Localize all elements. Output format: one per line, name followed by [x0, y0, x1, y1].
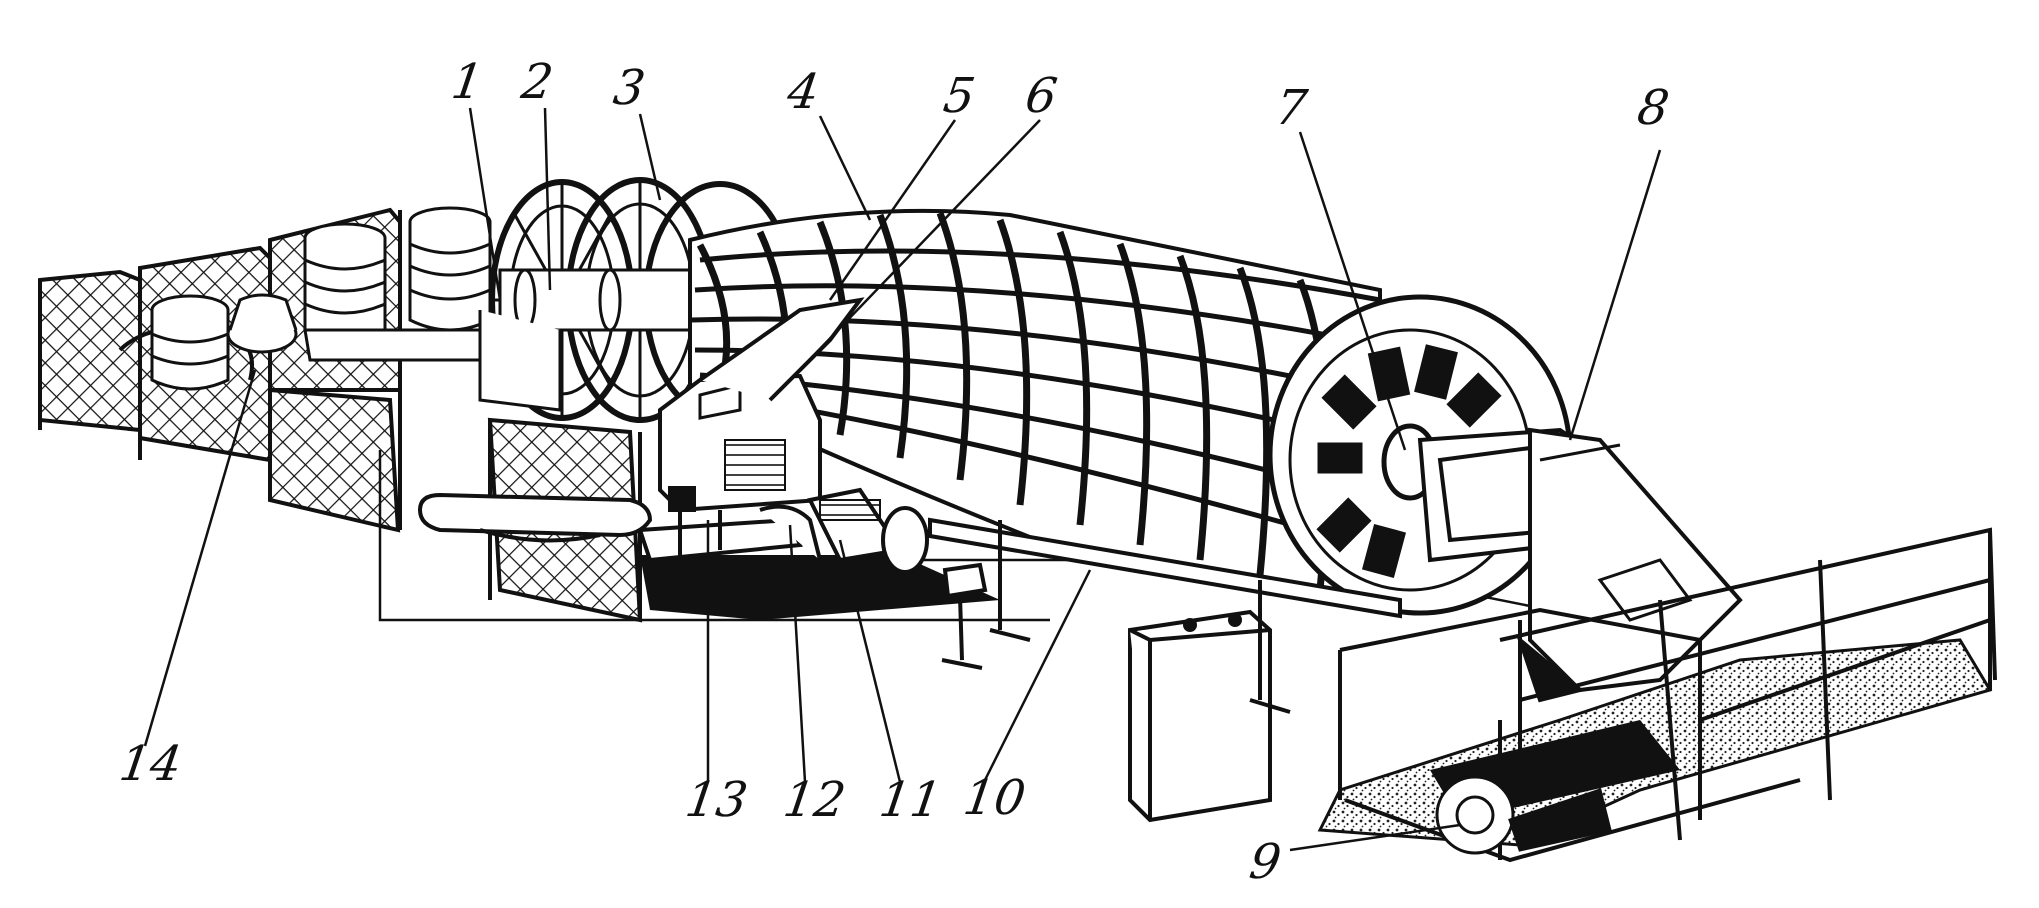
- spool-4: [226, 293, 298, 354]
- control-cabinet: [1128, 609, 1272, 823]
- callout-7: 7: [1272, 80, 1311, 136]
- callout-13: 13: [682, 772, 752, 828]
- callout-12: 12: [780, 772, 850, 828]
- right-railing: [1338, 527, 1997, 863]
- leader-lines: [143, 107, 1662, 852]
- spool-1: [303, 222, 387, 342]
- callout-2: 2: [518, 54, 557, 110]
- callout-11: 11: [876, 772, 946, 828]
- spool-2: [408, 206, 492, 332]
- drive-motor: [1435, 775, 1612, 855]
- spool-3: [150, 294, 230, 391]
- callout-14: 14: [116, 736, 186, 792]
- wire-spools: [150, 206, 493, 391]
- callout-10: 10: [960, 770, 1030, 826]
- headstock: [1417, 427, 1743, 703]
- operator-console: [637, 297, 929, 574]
- cage-supports: [417, 492, 1402, 714]
- callout-4: 4: [784, 64, 823, 120]
